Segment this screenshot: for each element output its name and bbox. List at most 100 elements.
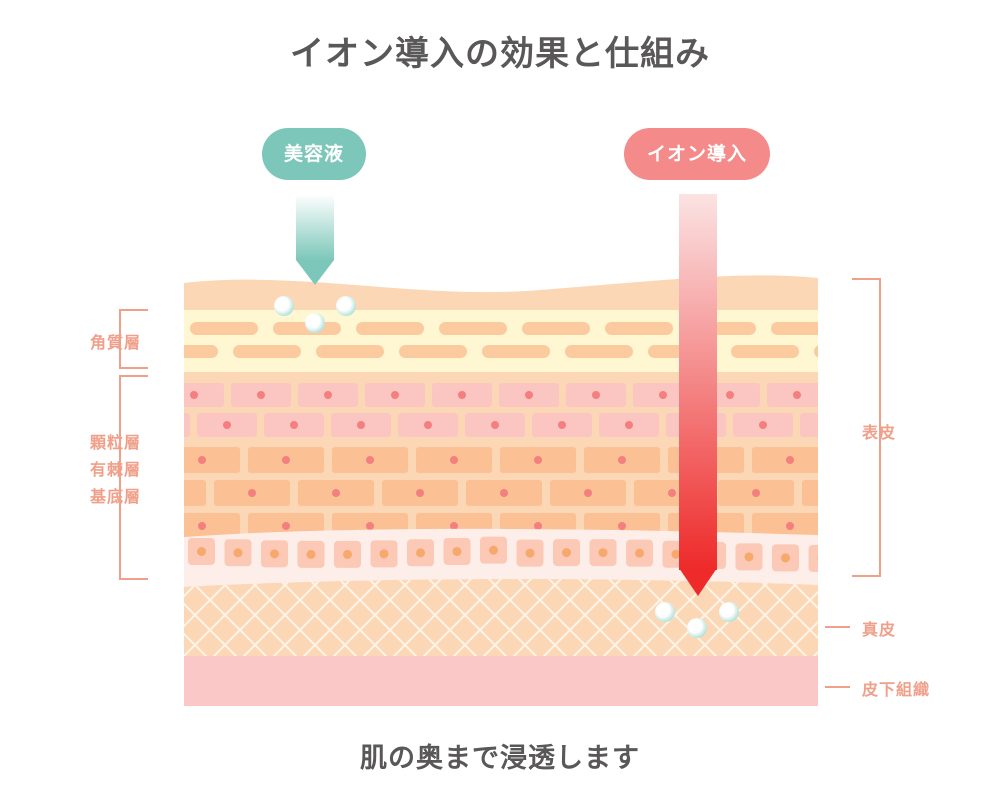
- cell-nucleus: [357, 421, 365, 429]
- cell-nucleus: [233, 548, 243, 558]
- cell-nucleus: [671, 549, 681, 559]
- basal-cell: [808, 544, 818, 572]
- cell-nucleus: [870, 456, 878, 464]
- cell-nucleus: [752, 489, 760, 497]
- granular-cell: [834, 383, 894, 407]
- cell-nucleus: [491, 421, 499, 429]
- cell-nucleus: [726, 391, 734, 399]
- corneum-cell: [565, 345, 633, 358]
- cell-nucleus: [525, 391, 533, 399]
- spinous-cell: [920, 447, 996, 473]
- serum-droplets-top: [274, 296, 356, 333]
- cell-nucleus: [786, 456, 794, 464]
- cell-nucleus: [598, 548, 608, 558]
- cell-nucleus: [248, 489, 256, 497]
- cell-nucleus: [592, 391, 600, 399]
- corneum-cell: [439, 322, 507, 335]
- granular-cell: [800, 413, 818, 437]
- cell-nucleus: [744, 552, 754, 562]
- label-lower-epidermis: 顆粒層 有棘層 基底層: [90, 429, 141, 510]
- cell-nucleus: [625, 421, 633, 429]
- corneum-cell: [184, 345, 218, 358]
- cell-nucleus: [618, 522, 626, 530]
- subcutaneous-layer: [184, 656, 818, 706]
- cell-nucleus: [525, 548, 535, 558]
- cell-nucleus: [562, 548, 571, 558]
- corneum-cell: [771, 322, 818, 335]
- cell-nucleus: [450, 522, 458, 530]
- cell-nucleus: [534, 522, 542, 530]
- cell-nucleus: [534, 456, 542, 464]
- cell-nucleus: [450, 456, 458, 464]
- cell-nucleus: [197, 547, 206, 556]
- cell-nucleus: [452, 546, 462, 556]
- cell-nucleus: [558, 421, 566, 429]
- cell-nucleus: [198, 456, 206, 464]
- cell-nucleus: [343, 549, 352, 559]
- cell-nucleus: [270, 549, 279, 559]
- cell-nucleus: [290, 421, 298, 429]
- corneum-cell: [731, 345, 799, 358]
- cell-nucleus: [282, 456, 290, 464]
- spinous-cell: [886, 480, 962, 506]
- cell-nucleus: [826, 421, 834, 429]
- cell-nucleus: [416, 489, 424, 497]
- cell-nucleus: [870, 522, 878, 530]
- cell-nucleus: [198, 522, 206, 530]
- cell-nucleus: [500, 489, 508, 497]
- corneum-cells: [184, 322, 922, 358]
- corneum-cell: [316, 345, 384, 358]
- corneum-cell: [814, 345, 818, 358]
- caption: 肌の奥まで浸透します: [360, 743, 640, 774]
- corneum-cell: [399, 345, 467, 358]
- serum-pill: 美容液: [262, 128, 366, 180]
- serum-arrow: [296, 194, 334, 285]
- cell-nucleus: [954, 522, 962, 530]
- cell-nucleus: [635, 548, 644, 558]
- spinous-cell: [970, 480, 1000, 506]
- spinous-cell: [920, 513, 996, 539]
- cell-nucleus: [817, 553, 818, 563]
- cell-nucleus: [793, 391, 801, 399]
- cell-nucleus: [920, 489, 928, 497]
- spinous-cell: [836, 513, 912, 539]
- corneum-cell: [605, 322, 673, 335]
- label-granular: 顆粒層: [90, 433, 142, 452]
- label-stratum-corneum: 角質層: [90, 333, 142, 352]
- cell-nucleus: [156, 421, 164, 429]
- cell-nucleus: [324, 391, 332, 399]
- cell-nucleus: [257, 391, 265, 399]
- cell-nucleus: [458, 391, 466, 399]
- page-title: イオン導入の効果と仕組み: [290, 34, 710, 74]
- cell-nucleus: [489, 545, 498, 555]
- corneum-cell: [190, 322, 258, 335]
- cell-nucleus: [954, 456, 962, 464]
- cell-nucleus: [332, 489, 340, 497]
- iontophoresis-pill: イオン導入: [624, 128, 770, 180]
- cell-nucleus: [424, 421, 432, 429]
- label-subcutaneous: 皮下組織: [862, 680, 931, 699]
- ion-droplets-bottom: [655, 602, 739, 638]
- label-spinous: 有棘層: [90, 460, 142, 479]
- spinous-cell: [184, 480, 206, 506]
- cell-nucleus: [416, 548, 425, 558]
- cell-nucleus: [786, 522, 794, 530]
- spinous-cells: [164, 447, 1000, 539]
- cell-nucleus: [282, 522, 290, 530]
- cell-nucleus: [781, 553, 790, 563]
- stratum-corneum-layer: [184, 310, 818, 372]
- right-brackets: [825, 278, 881, 688]
- spinous-cell: [802, 480, 818, 506]
- cell-nucleus: [164, 489, 172, 497]
- left-brackets: [119, 309, 148, 580]
- corneum-cell: [522, 322, 590, 335]
- label-dermis: 真皮: [862, 620, 897, 639]
- cell-nucleus: [659, 391, 667, 399]
- basal-cells: [188, 536, 818, 572]
- cell-nucleus: [223, 421, 231, 429]
- corneum-cell: [854, 322, 922, 335]
- corneum-cell: [233, 345, 301, 358]
- cell-nucleus: [379, 549, 389, 559]
- cell-nucleus: [668, 489, 676, 497]
